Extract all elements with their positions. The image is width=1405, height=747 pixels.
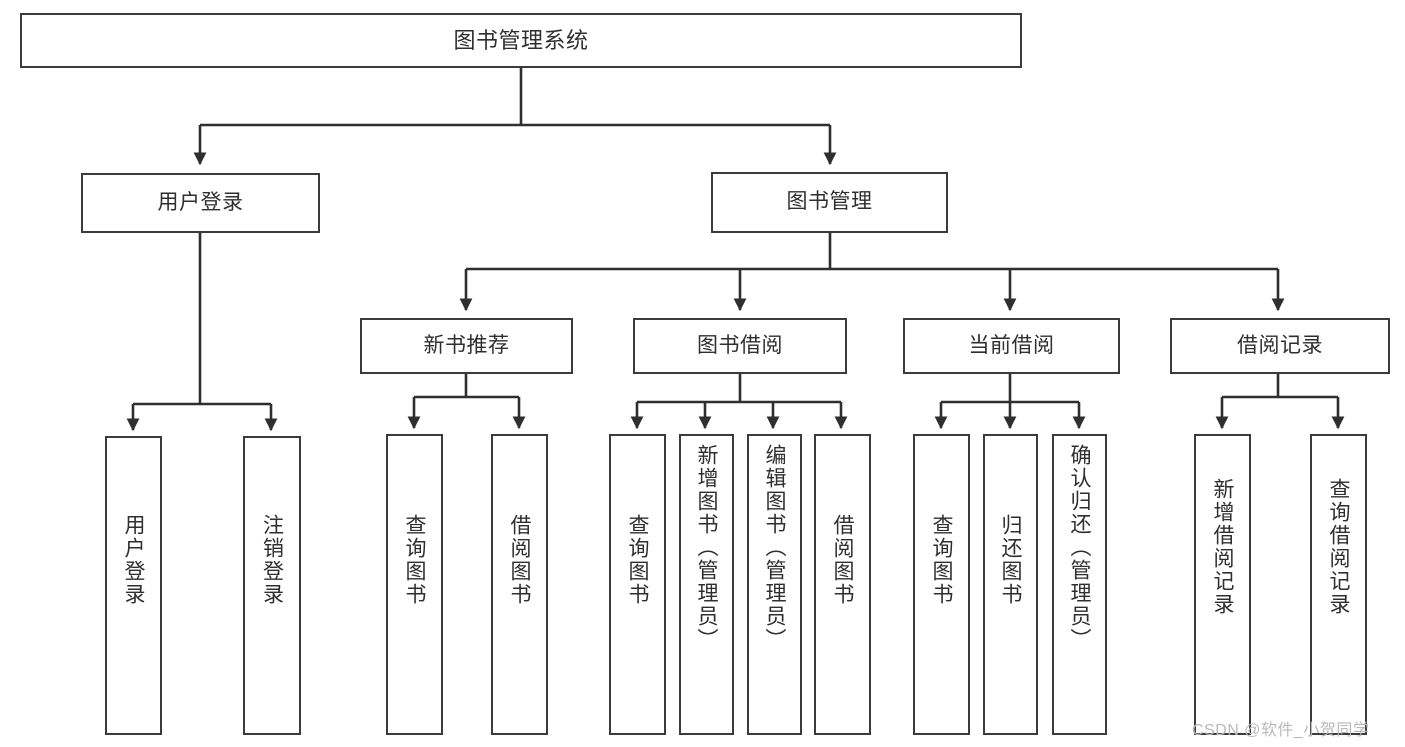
node-user-login-label: 用户登录: [157, 190, 244, 214]
node-leaf-edit-book[interactable]: 编辑图书（管理员）: [747, 434, 802, 735]
node-leaf-logout-login-label: 注销登录: [260, 514, 284, 606]
node-leaf-add-record[interactable]: 新增借阅记录: [1194, 434, 1251, 735]
node-leaf-borrow-book-2-label: 借阅图书: [831, 514, 854, 606]
node-leaf-query-record[interactable]: 查询借阅记录: [1310, 434, 1367, 735]
node-leaf-confirm-return[interactable]: 确认归还（管理员）: [1052, 434, 1107, 735]
node-leaf-query-book-3[interactable]: 查询图书: [913, 434, 970, 735]
node-book-management-label: 图书管理: [786, 190, 873, 214]
node-root[interactable]: 图书管理系统: [20, 13, 1022, 68]
node-leaf-add-record-label: 新增借阅记录: [1211, 478, 1234, 616]
node-leaf-return-book[interactable]: 归还图书: [983, 434, 1038, 735]
node-user-login[interactable]: 用户登录: [81, 173, 320, 233]
node-leaf-logout-login[interactable]: 注销登录: [243, 436, 301, 735]
node-leaf-query-book-1[interactable]: 查询图书: [386, 434, 443, 735]
node-leaf-add-book[interactable]: 新增图书（管理员）: [679, 434, 734, 735]
node-leaf-query-book-2-label: 查询图书: [626, 514, 649, 606]
node-book-borrow[interactable]: 图书借阅: [633, 318, 847, 374]
node-leaf-return-book-label: 归还图书: [999, 514, 1022, 606]
node-leaf-query-book-1-label: 查询图书: [403, 514, 426, 606]
node-current-borrow-label: 当前借阅: [968, 333, 1055, 357]
node-new-book-recommend-label: 新书推荐: [423, 333, 510, 357]
node-leaf-query-book-3-label: 查询图书: [930, 514, 953, 606]
node-leaf-confirm-return-label: 确认归还（管理员）: [1068, 444, 1091, 651]
node-leaf-add-book-label: 新增图书（管理员）: [695, 444, 718, 651]
node-book-borrow-label: 图书借阅: [697, 333, 783, 357]
node-leaf-borrow-book-1[interactable]: 借阅图书: [491, 434, 548, 735]
node-leaf-query-record-label: 查询借阅记录: [1327, 478, 1350, 616]
node-leaf-borrow-book-2[interactable]: 借阅图书: [814, 434, 871, 735]
node-borrow-record-label: 借阅记录: [1237, 333, 1323, 357]
node-borrow-record[interactable]: 借阅记录: [1170, 318, 1390, 374]
csdn-watermark: CSDN @软件_小贺同学: [1192, 722, 1370, 739]
node-leaf-user-login[interactable]: 用户登录: [105, 436, 162, 735]
node-leaf-edit-book-label: 编辑图书（管理员）: [763, 444, 786, 651]
node-root-label: 图书管理系统: [453, 27, 589, 53]
node-current-borrow[interactable]: 当前借阅: [903, 318, 1120, 374]
node-book-management[interactable]: 图书管理: [711, 172, 948, 233]
node-new-book-recommend[interactable]: 新书推荐: [360, 318, 573, 374]
node-leaf-borrow-book-1-label: 借阅图书: [508, 514, 531, 606]
node-leaf-query-book-2[interactable]: 查询图书: [609, 434, 666, 735]
node-leaf-user-login-label: 用户登录: [122, 514, 145, 606]
